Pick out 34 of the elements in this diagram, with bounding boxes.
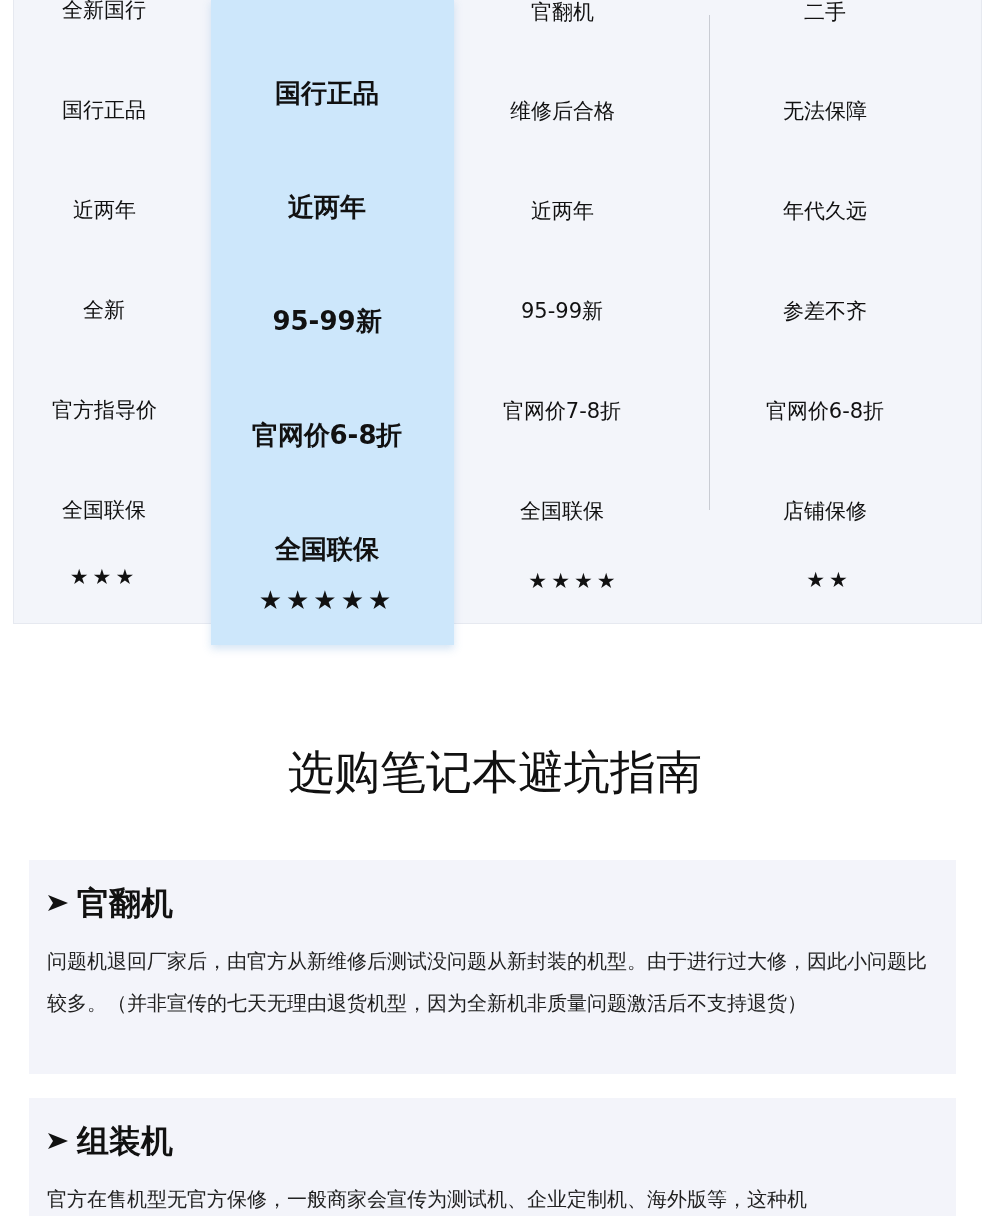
info-card <box>29 860 956 1074</box>
table-cell-text: 近两年 <box>288 190 366 224</box>
table-cell-text: 年代久远 <box>783 198 867 225</box>
table-cell-text: 近两年 <box>530 198 594 225</box>
table-cell-text: 无法保障 <box>783 98 867 125</box>
table-cell-text: 官方指导价 <box>51 397 157 424</box>
table-cell-text: 全国联保 <box>520 498 604 525</box>
table-cell-text: 参差不齐 <box>783 298 867 325</box>
star-rating: ★★★ <box>69 565 139 589</box>
star-rating: ★★ <box>806 568 852 592</box>
table-cell-text: 95-99新 <box>272 304 382 338</box>
table-cell-text: 官网价7-8折 <box>502 398 622 425</box>
table-cell-text: 全新 <box>83 297 125 324</box>
star-rating: ★★★★★ <box>258 585 396 615</box>
card-heading: 官翻机 <box>77 883 173 924</box>
table-cell-text: 国行正品 <box>62 97 146 124</box>
table-cell-text: 官网价6-8折 <box>765 398 885 425</box>
table-cell-text: 95-99新 <box>521 298 603 325</box>
table-cell-text: 全国联保 <box>275 532 379 566</box>
section-title: 选购笔记本避坑指南 <box>287 744 703 801</box>
card-text: 问题机退回厂家后，由官方从新维修后测试没问题从新封装的机型。由于进行过大修，因此小问题比较多。（并非宣传的七天无理由退货机型，因为全新机非质量问题激活后不支持退货） <box>47 948 928 1017</box>
table-cell: 官翻机 <box>530 0 594 26</box>
star-rating: ★★★★ <box>528 569 620 593</box>
table-cell: 全新国行 <box>62 0 146 24</box>
table-cell-text: 官网价6-8折 <box>251 418 403 452</box>
table-cell-text: 国行正品 <box>275 76 379 110</box>
card-heading: 组装机 <box>77 1121 173 1162</box>
table-cell-text: 全国联保 <box>62 497 146 524</box>
table-cell-text: 店铺保修 <box>783 498 867 525</box>
table-cell-text: 维修后合格 <box>509 98 615 125</box>
card-text: 官方在售机型无官方保修，一般商家会宣传为测试机、企业定制机、海外版等，这种机 <box>47 1186 808 1213</box>
table-cell: 二手 <box>804 0 846 26</box>
table-cell-text: 近两年 <box>72 197 136 224</box>
info-card <box>29 1098 956 1216</box>
